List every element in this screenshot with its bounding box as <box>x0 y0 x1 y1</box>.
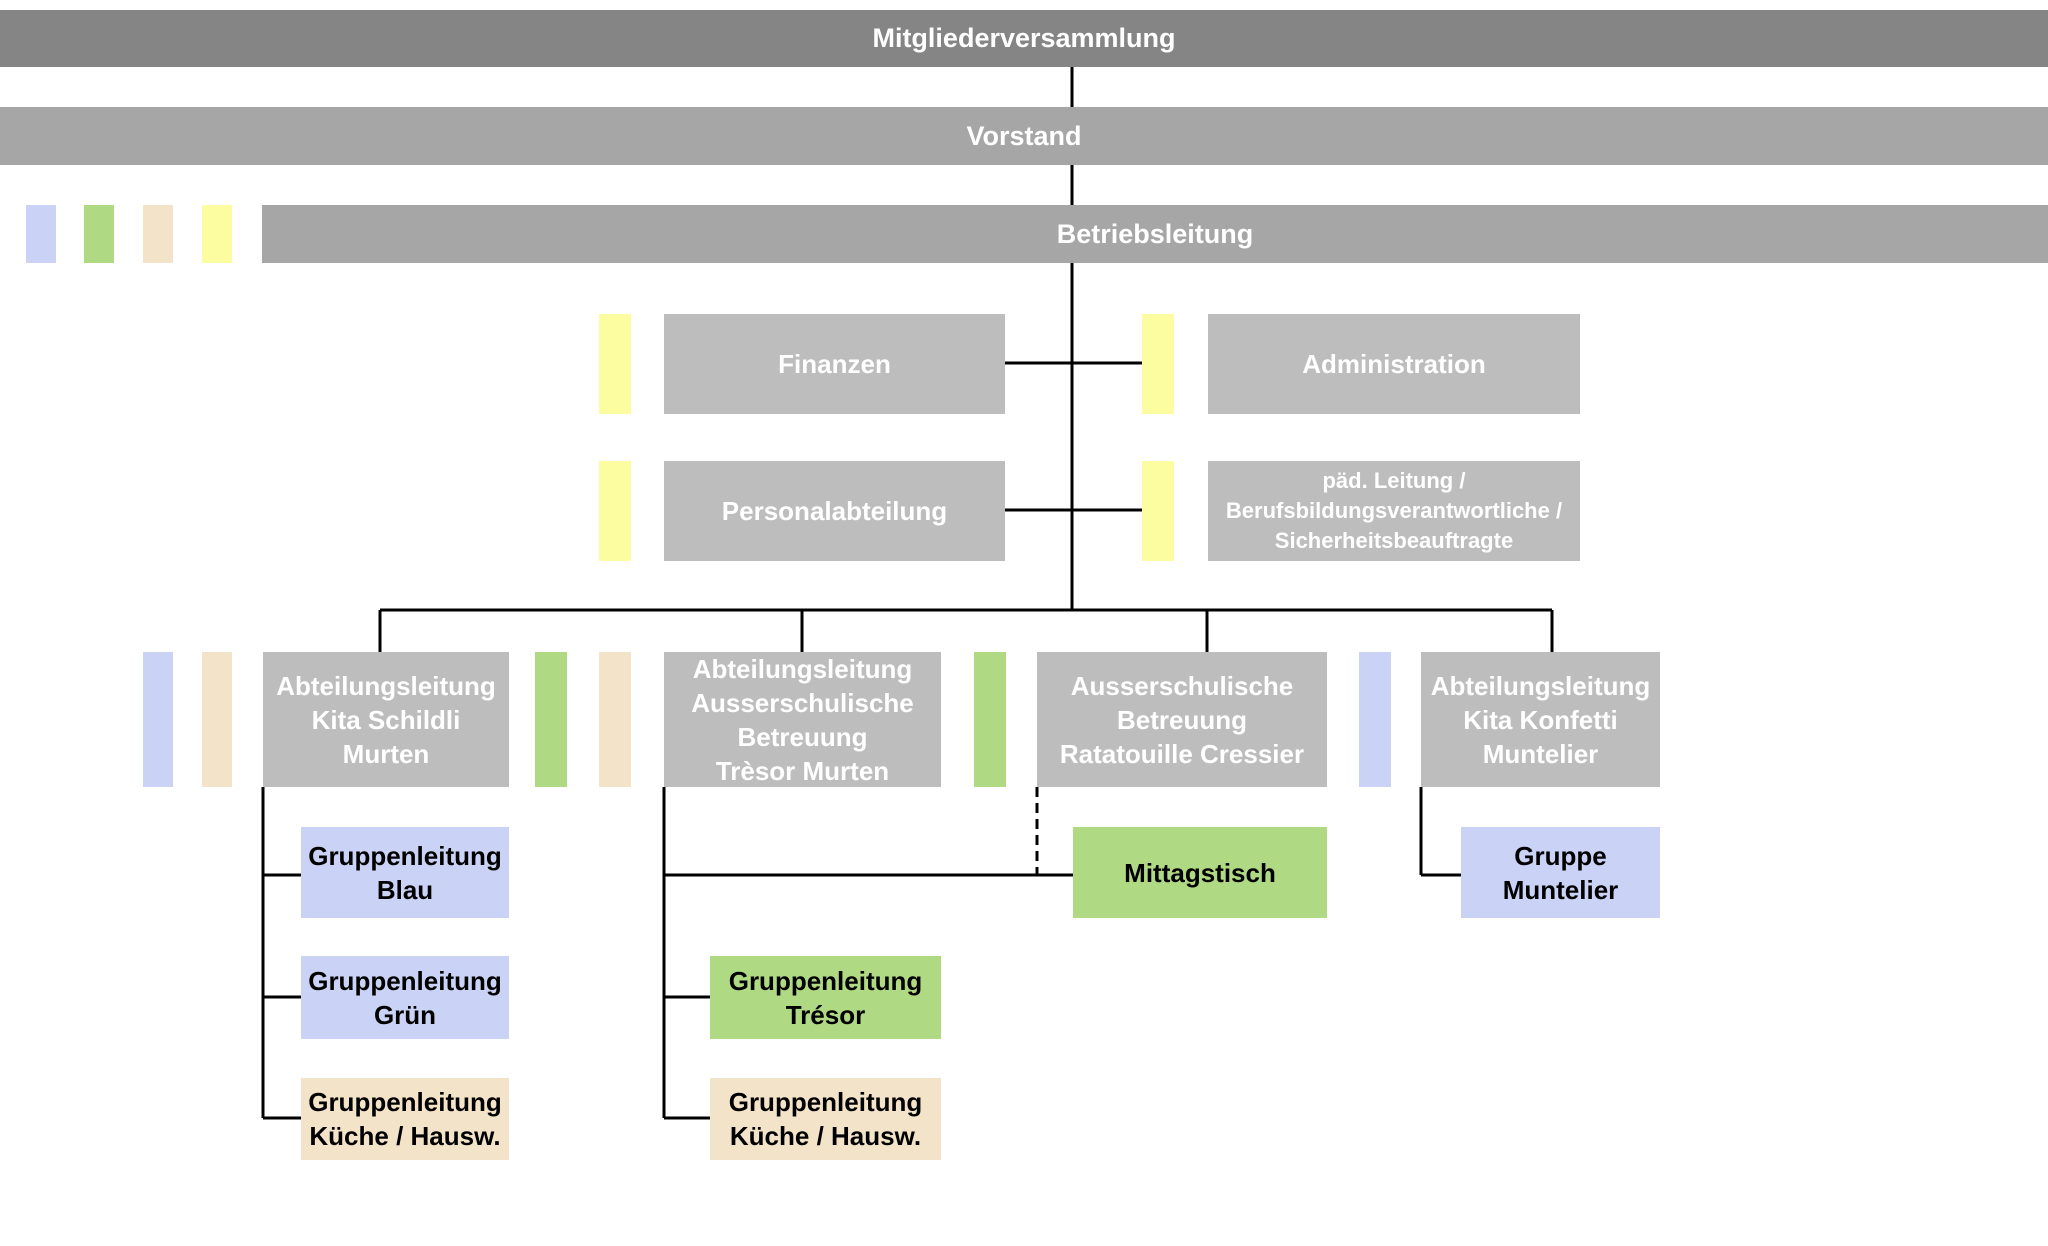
finance-box: Finanzen <box>664 314 1005 414</box>
hr-box: Personalabteilung <box>664 461 1005 561</box>
department-kita-schildli: Abteilungsleitung Kita Schildli Murten <box>263 652 509 787</box>
tresor-swatch-green <box>535 652 567 787</box>
group-tresor: Gruppenleitung Trésor <box>710 956 941 1039</box>
department-tresor: Abteilungsleitung Ausserschulische Betre… <box>664 652 941 787</box>
group-muntelier: Gruppe Muntelier <box>1461 827 1660 918</box>
administration-swatch-yellow <box>1142 314 1174 414</box>
department-ratatouille: Ausserschulische Betreuung Ratatouille C… <box>1037 652 1327 787</box>
group-mittagstisch: Mittagstisch <box>1073 827 1327 918</box>
board-bar: Vorstand <box>0 107 2048 165</box>
board-label: Vorstand <box>966 120 1082 151</box>
legend-swatch-yellow <box>202 205 232 263</box>
management-bar: Betriebsleitung <box>262 205 2048 263</box>
department-konfetti: Abteilungsleitung Kita Konfetti Muntelie… <box>1421 652 1660 787</box>
legend-swatch-blue <box>26 205 56 263</box>
pedagogy-swatch-yellow <box>1142 461 1174 561</box>
schildli-swatch-beige <box>202 652 232 787</box>
group-kueche-2: Gruppenleitung Küche / Hausw. <box>710 1078 941 1160</box>
pedagogy-box: päd. Leitung / Berufsbildungsverantwortl… <box>1208 461 1580 561</box>
finance-swatch-yellow <box>599 314 631 414</box>
ratatouille-swatch-green <box>974 652 1006 787</box>
schildli-swatch-blue <box>143 652 173 787</box>
tresor-swatch-beige <box>599 652 631 787</box>
management-label: Betriebsleitung <box>1056 218 1254 249</box>
legend-swatch-green <box>84 205 114 263</box>
konfetti-swatch-blue <box>1359 652 1391 787</box>
assembly-bar: Mitgliederversammlung <box>0 10 2048 67</box>
group-kueche-1: Gruppenleitung Küche / Hausw. <box>301 1078 509 1160</box>
group-blau: Gruppenleitung Blau <box>301 827 509 918</box>
legend-swatch-beige <box>143 205 173 263</box>
hr-swatch-yellow <box>599 461 631 561</box>
assembly-label: Mitgliederversammlung <box>872 23 1176 53</box>
group-gruen: Gruppenleitung Grün <box>301 956 509 1039</box>
administration-box: Administration <box>1208 314 1580 414</box>
